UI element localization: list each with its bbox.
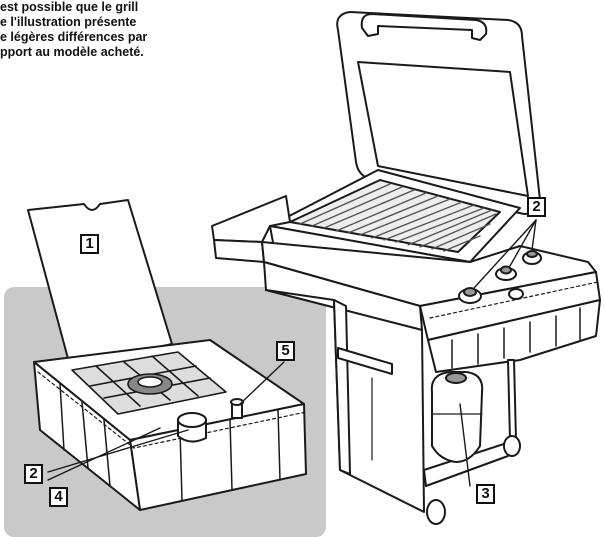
side-burner-lid	[27, 199, 173, 367]
side-burner-igniter	[230, 398, 244, 419]
right-shelf-skirt	[427, 299, 601, 373]
disclaimer-line: e l'illustration présente	[0, 15, 137, 29]
cart-side	[333, 299, 351, 475]
door-handle	[337, 347, 393, 375]
control-knobs	[458, 250, 542, 304]
cart-leg-right	[507, 359, 517, 441]
callout-side-burner-igniter: 5	[276, 341, 295, 361]
left-shelf-edge	[213, 239, 265, 263]
callout-tank: 3	[476, 484, 495, 504]
side-burner-dashed-edge	[37, 371, 307, 449]
disclaimer-line: est possible que le grill	[0, 0, 139, 14]
main-lid-inner	[357, 61, 529, 197]
callout-lid: 1	[80, 234, 99, 254]
propane-tank	[430, 371, 484, 463]
callout-side-burner-base: 4	[49, 487, 68, 507]
cooking-grate	[289, 179, 501, 253]
right-shelf-dashed-edge	[429, 281, 599, 319]
leader-lines	[47, 219, 537, 487]
disclaimer-note: est possible que le grill e l'illustrati…	[0, 0, 230, 60]
disclaimer-line: pport au modèle acheté.	[0, 45, 144, 59]
callout-knobs: 2	[527, 197, 546, 217]
wheel-front	[426, 499, 446, 525]
disclaimer-line: e légères différences par	[0, 30, 148, 44]
lid-handle	[360, 13, 488, 41]
callout-side-burner-knob: 2	[24, 464, 43, 484]
wheel-rear	[503, 435, 521, 457]
side-burner-knob	[177, 412, 207, 443]
right-shelf-folds	[451, 307, 581, 369]
side-burner-grate	[71, 351, 227, 415]
